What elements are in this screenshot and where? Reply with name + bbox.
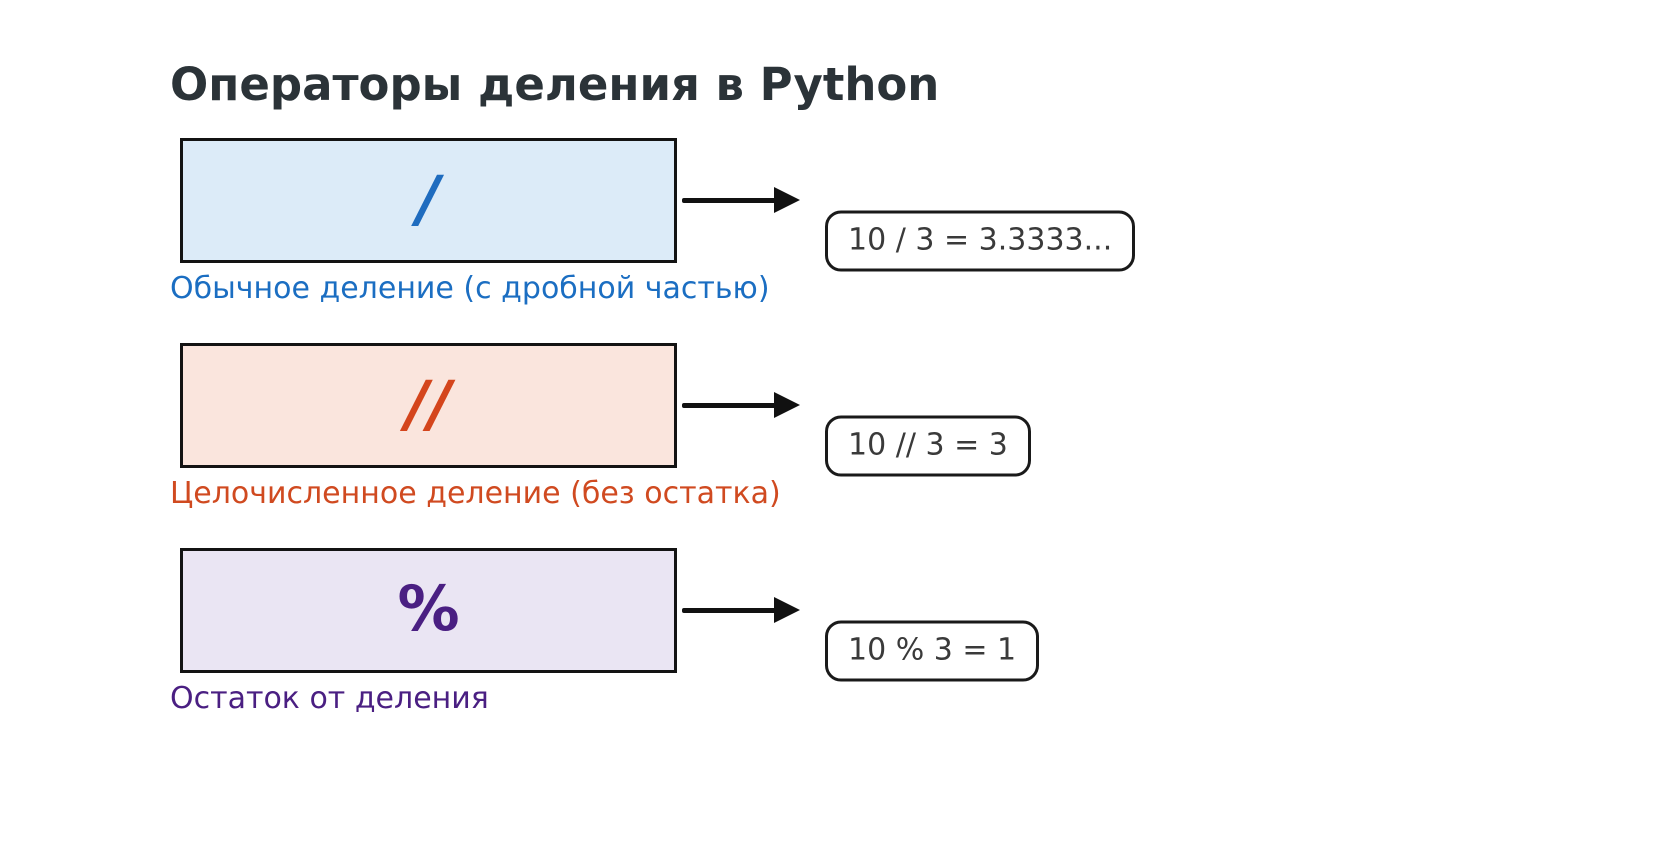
arrow-shaft <box>682 403 778 408</box>
operator-symbol-slash: / <box>417 161 440 235</box>
diagram-row-true-division: / 10 / 3 = 3.3333... Обычное деление (с … <box>0 138 1680 343</box>
result-pill-floor-division: 10 // 3 = 3 <box>825 415 1031 476</box>
arrow-head <box>774 187 800 213</box>
operator-box-true-division: / <box>180 138 677 263</box>
arrow-head <box>774 597 800 623</box>
result-pill-modulo: 10 % 3 = 1 <box>825 620 1040 681</box>
diagram-row-floor-division: // 10 // 3 = 3 Целочисленное деление (бе… <box>0 343 1680 548</box>
caption-true-division: Обычное деление (с дробной частью) <box>170 271 770 306</box>
diagram-row-modulo: % 10 % 3 = 1 Остаток от деления <box>0 548 1680 753</box>
page-title: Операторы деления в Python <box>170 58 940 111</box>
result-pill-true-division: 10 / 3 = 3.3333... <box>825 210 1136 271</box>
operator-symbol-double-slash: // <box>405 366 452 440</box>
arrow-right-icon <box>682 138 807 263</box>
arrow-head <box>774 392 800 418</box>
operator-symbol-percent: % <box>397 571 460 645</box>
caption-modulo: Остаток от деления <box>170 681 489 716</box>
operator-box-floor-division: // <box>180 343 677 468</box>
operator-box-modulo: % <box>180 548 677 673</box>
arrow-shaft <box>682 198 778 203</box>
arrow-right-icon <box>682 548 807 673</box>
arrow-right-icon <box>682 343 807 468</box>
arrow-shaft <box>682 608 778 613</box>
caption-floor-division: Целочисленное деление (без остатка) <box>170 476 781 511</box>
